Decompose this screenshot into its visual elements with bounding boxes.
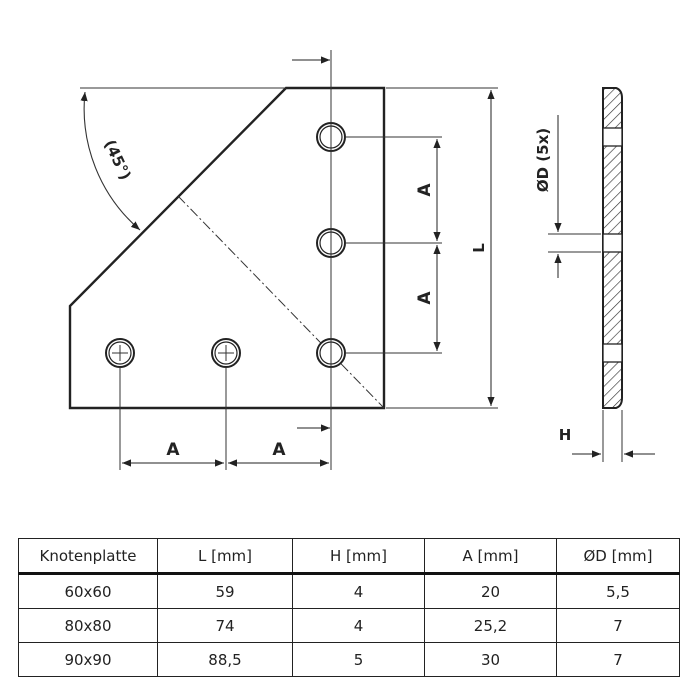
- hole-centerlines: [112, 129, 332, 361]
- table-cell: 20: [424, 573, 557, 609]
- header-d: ØD [mm]: [556, 538, 680, 575]
- dimension-table: Knotenplatte L [mm] H [mm] A [mm] ØD [mm…: [18, 538, 680, 677]
- table-cell: 5,5: [556, 573, 680, 609]
- table-cell: 88,5: [157, 642, 293, 677]
- table-cell: 25,2: [424, 608, 557, 643]
- header-l: L [mm]: [157, 538, 293, 575]
- table-cell: 59: [157, 573, 293, 609]
- table-cell: 7: [556, 608, 680, 643]
- table-cell: 7: [556, 642, 680, 677]
- a-extension-lines-bottom: [119, 367, 227, 470]
- angle-label: (45°): [100, 137, 134, 183]
- table-row: 90x90 88,5 5 30 7: [18, 642, 680, 677]
- table-row: 80x80 74 4 25,2 7: [18, 608, 680, 643]
- side-view-holes: [602, 127, 623, 363]
- table-cell: 4: [292, 573, 425, 609]
- header-h: H [mm]: [292, 538, 425, 575]
- dim-a-label-bottom-left: A: [166, 440, 180, 460]
- table-cell: 74: [157, 608, 293, 643]
- dim-d-label: ØD (5x): [534, 128, 552, 192]
- dim-a-label-upper: A: [415, 183, 435, 197]
- dim-a-label-bottom-right: A: [272, 440, 286, 460]
- table-cell: 4: [292, 608, 425, 643]
- table-row: 60x60 59 4 20 5,5: [18, 573, 680, 609]
- dim-h-label: H: [559, 426, 572, 444]
- d-extension-lines: [548, 233, 601, 253]
- technical-drawing: (45°) A A L: [68, 50, 655, 470]
- header-a: A [mm]: [424, 538, 557, 575]
- table-cell: 30: [424, 642, 557, 677]
- h-extension-lines: [602, 410, 623, 462]
- table-header-row: Knotenplatte L [mm] H [mm] A [mm] ØD [mm…: [18, 538, 680, 575]
- angle-arc: [80, 91, 141, 231]
- table-cell: 5: [292, 642, 425, 677]
- header-knotenplatte: Knotenplatte: [18, 538, 158, 575]
- a-extension-lines: [345, 136, 442, 354]
- table-cell: 60x60: [18, 573, 158, 609]
- diagonal-centerline: [177, 195, 385, 409]
- plate-outline: [68, 86, 386, 410]
- dim-l-label: L: [470, 243, 488, 253]
- table-cell: 90x90: [18, 642, 158, 677]
- table-cell: 80x80: [18, 608, 158, 643]
- dim-a-label-lower: A: [415, 291, 435, 305]
